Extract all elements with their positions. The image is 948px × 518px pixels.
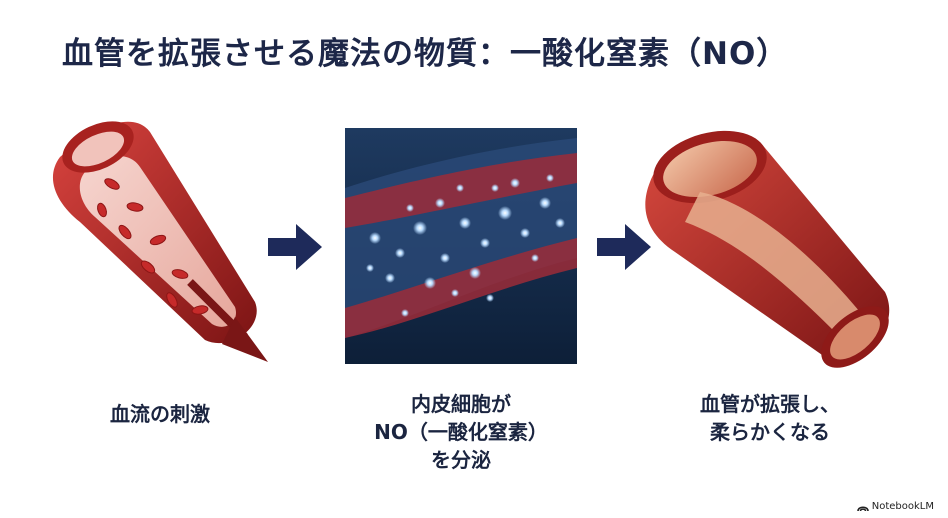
page-title: 血管を拡張させる魔法の物質：一酸化窒素（NO） [62, 36, 789, 72]
caption-line: NO（一酸化窒素） [374, 420, 548, 444]
brand-label: NotebookLM [871, 501, 934, 512]
step-2-caption: 内皮細胞が NO（一酸化窒素） を分泌 [335, 390, 587, 474]
caption-line: を分泌 [431, 448, 491, 472]
caption-line: 血流の刺激 [110, 402, 210, 426]
step-3-caption: 血管が拡張し、 柔らかくなる [660, 390, 880, 446]
caption-line: 血管が拡張し、 [700, 392, 840, 416]
brand-watermark: NotebookLM [856, 501, 934, 512]
endothelium-no-release-illustration [345, 128, 577, 364]
right-arrow-icon [268, 224, 322, 270]
step-1-caption: 血流の刺激 [60, 400, 260, 428]
notebooklm-logo-icon [856, 505, 869, 511]
caption-line: 柔らかくなる [710, 420, 830, 444]
right-arrow-icon [597, 224, 651, 270]
blood-flow-vessel-illustration [52, 121, 268, 362]
dilated-vessel-illustration [645, 130, 890, 368]
caption-line: 内皮細胞が [411, 392, 511, 416]
